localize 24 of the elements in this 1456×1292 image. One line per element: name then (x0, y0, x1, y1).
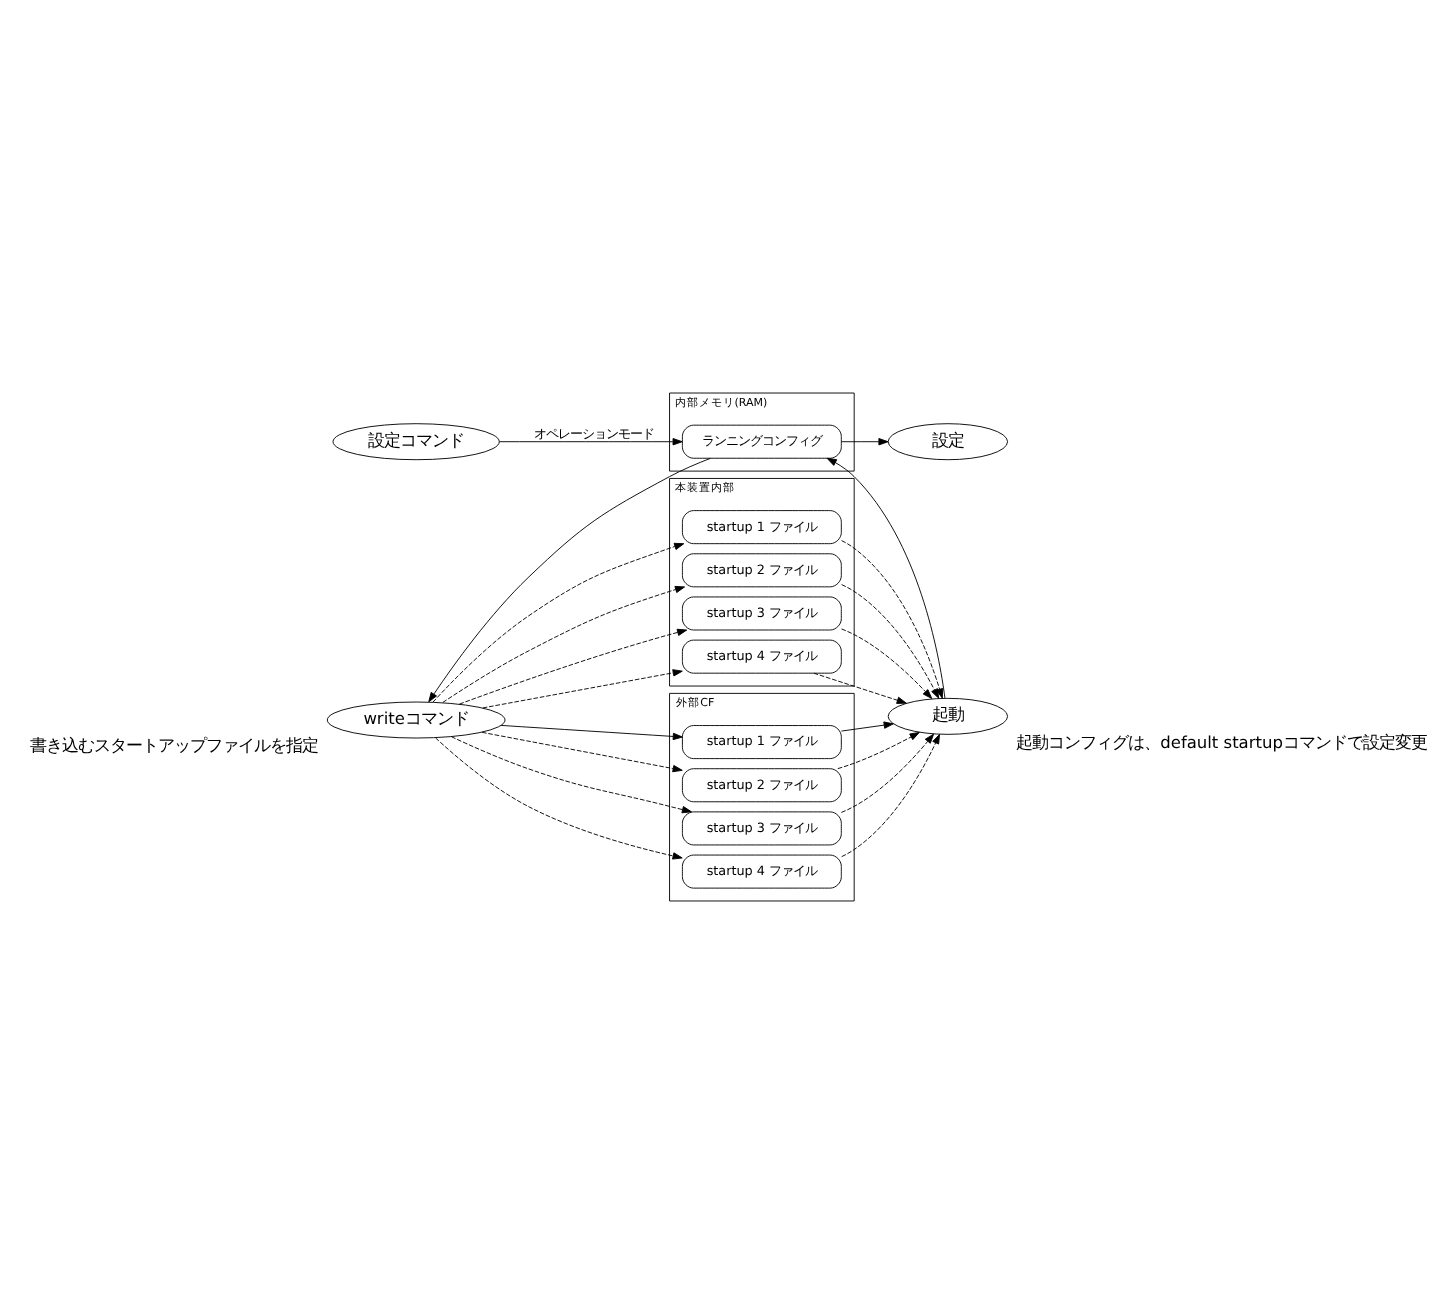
arrow (482, 668, 683, 708)
arrow (841, 539, 944, 698)
node-label: 書き込むスタートアップファイルを指定 (29, 734, 318, 755)
node-ellipse: writeコマンド (326, 700, 506, 738)
arrow (451, 735, 692, 813)
arrow (442, 584, 686, 702)
arrow (837, 731, 920, 769)
node-label: 起動コンフィグは、default startupコマンドで設定変更 (1016, 730, 1427, 751)
arrow (499, 437, 683, 445)
arrow (841, 583, 940, 698)
arrow (435, 736, 683, 859)
arrow (841, 627, 933, 698)
node-ellipse: 設定 (887, 422, 1009, 460)
arrow (500, 723, 683, 740)
arrow (841, 732, 940, 857)
arrow (481, 730, 683, 772)
arrow (826, 456, 946, 698)
arrow (840, 732, 935, 812)
arrow (428, 456, 712, 702)
arrow (840, 437, 889, 445)
arrow (840, 720, 894, 731)
node-ellipse: 設定コマンド (332, 422, 500, 460)
arrow (432, 541, 685, 702)
arrow (459, 627, 688, 704)
